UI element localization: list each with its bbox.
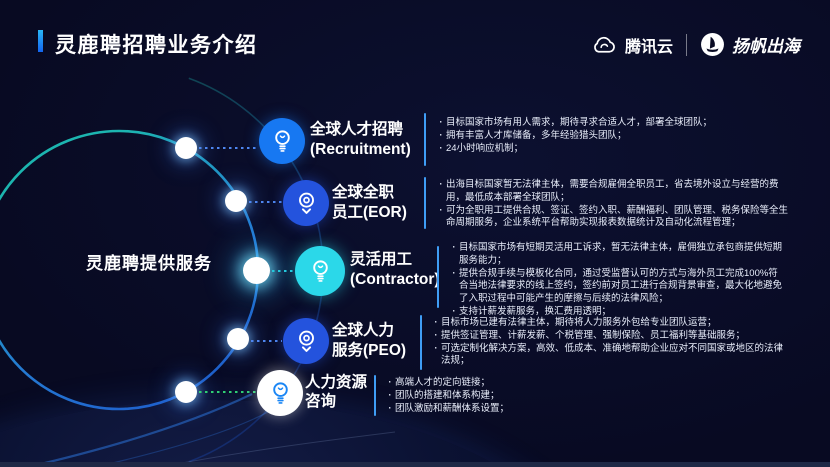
bullet-item: 目标市场已建有法律主体，期待将人力服务外包给专业团队运营； (431, 317, 789, 330)
page-title: 灵鹿聘招聘业务介绍 (55, 34, 258, 57)
bullet-item: 提供签证管理、计薪发薪、个税管理、强制保险、员工福利等基础服务； (431, 330, 789, 343)
service-title-line: (Contractor) (350, 271, 440, 288)
cloud-icon (591, 35, 618, 55)
logo-divider (686, 33, 687, 56)
service-title: 全球人力 服务(PEO) (332, 321, 406, 361)
bullet-list: 高端人才的定向链接； 团队的搭建和体系构建； 团队激励和薪酬体系设置； (385, 377, 635, 415)
bullet-text: 目标国家市场有用人需求，期待寻求合适人才，部署全球团队； (446, 117, 713, 128)
bullet-text: 24小时响应机制； (446, 142, 524, 154)
bullet-item: 24小时响应机制； (436, 143, 820, 156)
service-icon (295, 246, 345, 296)
service-title-line: 灵活用工 (350, 251, 413, 268)
bullet-list: 目标国家市场有用人需求，期待寻求合适人才，部署全球团队； 拥有丰富人才库储备，多… (436, 117, 820, 155)
lightbulb-icon (267, 380, 294, 407)
bullet-item: 团队的搭建和体系构建； (385, 390, 635, 403)
arc-node-dot (175, 137, 197, 159)
service-icon (283, 180, 329, 226)
bottom-strip (0, 462, 830, 467)
sail-icon (700, 32, 725, 57)
bullet-item: 可为全职用工提供合规、签证、签约入职、薪酬福利、团队管理、税务保险等全生命周期服… (436, 205, 788, 231)
arc-node-dot (175, 381, 197, 403)
bullet-text: 可选定制化解决方案，高效、低成本、准确地帮助企业应对不同国家或地区的法律法规； (441, 342, 784, 367)
arc-node-dot (243, 257, 270, 284)
label-divider (424, 177, 426, 229)
connector-line (199, 391, 256, 393)
bullet-text: 高端人才的定向链接； (395, 377, 491, 388)
service-title: 灵活用工 (Contractor) (350, 250, 440, 290)
bullet-item: 支持计薪发薪服务，换汇费用透明； (449, 306, 783, 319)
services-group-label: 灵鹿聘提供服务 (86, 254, 212, 273)
label-divider (437, 246, 439, 308)
service-title-line: (Recruitment) (310, 141, 411, 158)
connector-line (251, 340, 282, 342)
yangfan-logo-text: 扬帆出海 (732, 37, 800, 56)
location-pin-icon (293, 190, 320, 217)
bullet-item: 出海目标国家暂无法律主体，需要合规雇佣全职员工，省去境外设立与经营的费用，最低成… (436, 179, 788, 205)
service-icon (283, 318, 329, 364)
lightbulb-icon (307, 258, 334, 285)
service-title-line: 员工(EOR) (332, 204, 407, 221)
header-logos: 腾讯云 扬帆出海 (591, 32, 800, 57)
bullet-text: 可为全职用工提供合规、签证、签约入职、薪酬福利、团队管理、税务保险等全生命周期服… (446, 204, 789, 229)
service-title-line: 全球人力 (332, 322, 395, 339)
glow-streak (94, 411, 269, 467)
bullet-list: 出海目标国家暂无法律主体，需要合规雇佣全职员工，省去境外设立与经营的费用，最低成… (436, 179, 788, 230)
bullet-text: 提供签证管理、计薪发薪、个税管理、强制保险、员工福利等基础服务； (441, 329, 746, 341)
service-icon (259, 118, 305, 164)
service-title-line: 全球全职 (332, 184, 395, 201)
bullet-text: 团队激励和薪酬体系设置； (395, 402, 510, 414)
service-title-line: 人力资源 (305, 374, 368, 391)
lightbulb-icon (269, 128, 296, 155)
arc-node-dot (225, 190, 247, 212)
bullet-list: 目标市场已建有法律主体，期待将人力服务外包给专业团队运营； 提供签证管理、计薪发… (431, 317, 789, 368)
bullet-text: 团队的搭建和体系构建； (395, 389, 500, 401)
bullet-text: 拥有丰富人才库储备，多年经验猎头团队； (446, 129, 627, 141)
yangfan-logo: 扬帆出海 (700, 32, 800, 57)
label-divider (374, 375, 376, 416)
arc-node-dot (227, 328, 249, 350)
glow-streak (159, 431, 396, 467)
bullet-item: 目标国家市场有短期灵活用工诉求，暂无法律主体，雇佣独立承包商提供短期服务能力； (449, 242, 783, 268)
service-title-line: 咨询 (305, 393, 337, 410)
bullet-item: 团队激励和薪酬体系设置； (385, 403, 635, 416)
service-title: 全球人才招聘 (Recruitment) (310, 120, 411, 160)
service-title: 人力资源 咨询 (305, 373, 367, 411)
bullet-item: 目标国家市场有用人需求，期待寻求合适人才，部署全球团队； (436, 117, 820, 130)
title-accent-bar (38, 30, 43, 52)
bullet-text: 提供合规手续与模板化合同，通过受监督认可的方式与海外员工完成100%符合当地法律… (459, 267, 783, 305)
bullet-text: 支持计薪发薪服务，换汇费用透明； (459, 305, 612, 317)
service-title-line: 服务(PEO) (332, 342, 407, 359)
label-divider (424, 113, 426, 166)
bullet-text: 出海目标国家暂无法律主体，需要合规雇佣全职员工，省去境外设立与经营的费用，最低成… (446, 179, 779, 203)
bullet-item: 拥有丰富人才库储备，多年经验猎头团队； (436, 130, 820, 143)
location-pin-icon (293, 328, 320, 355)
bullet-item: 提供合规手续与模板化合同，通过受监督认可的方式与海外员工完成100%符合当地法律… (449, 268, 783, 306)
service-title-line: 全球人才招聘 (310, 121, 404, 138)
glow-streak (27, 393, 253, 467)
connector-line (249, 201, 282, 203)
connector-line (272, 270, 294, 272)
bullet-item: 高端人才的定向链接； (385, 377, 635, 390)
bullet-text: 目标市场已建有法律主体，期待将人力服务外包给专业团队运营； (441, 317, 717, 328)
connector-line (199, 147, 258, 149)
service-icon (257, 370, 303, 416)
bullet-list: 目标国家市场有短期灵活用工诉求，暂无法律主体，雇佣独立承包商提供短期服务能力； … (449, 242, 783, 319)
label-divider (420, 315, 422, 370)
tencent-logo-text: 腾讯云 (624, 38, 673, 56)
tencent-cloud-logo: 腾讯云 (591, 33, 673, 57)
bullet-item: 可选定制化解决方案，高效、低成本、准确地帮助企业应对不同国家或地区的法律法规； (431, 343, 789, 369)
bullet-text: 目标国家市场有短期灵活用工诉求，暂无法律主体，雇佣独立承包商提供短期服务能力； (459, 242, 783, 266)
service-title: 全球全职 员工(EOR) (332, 183, 407, 223)
